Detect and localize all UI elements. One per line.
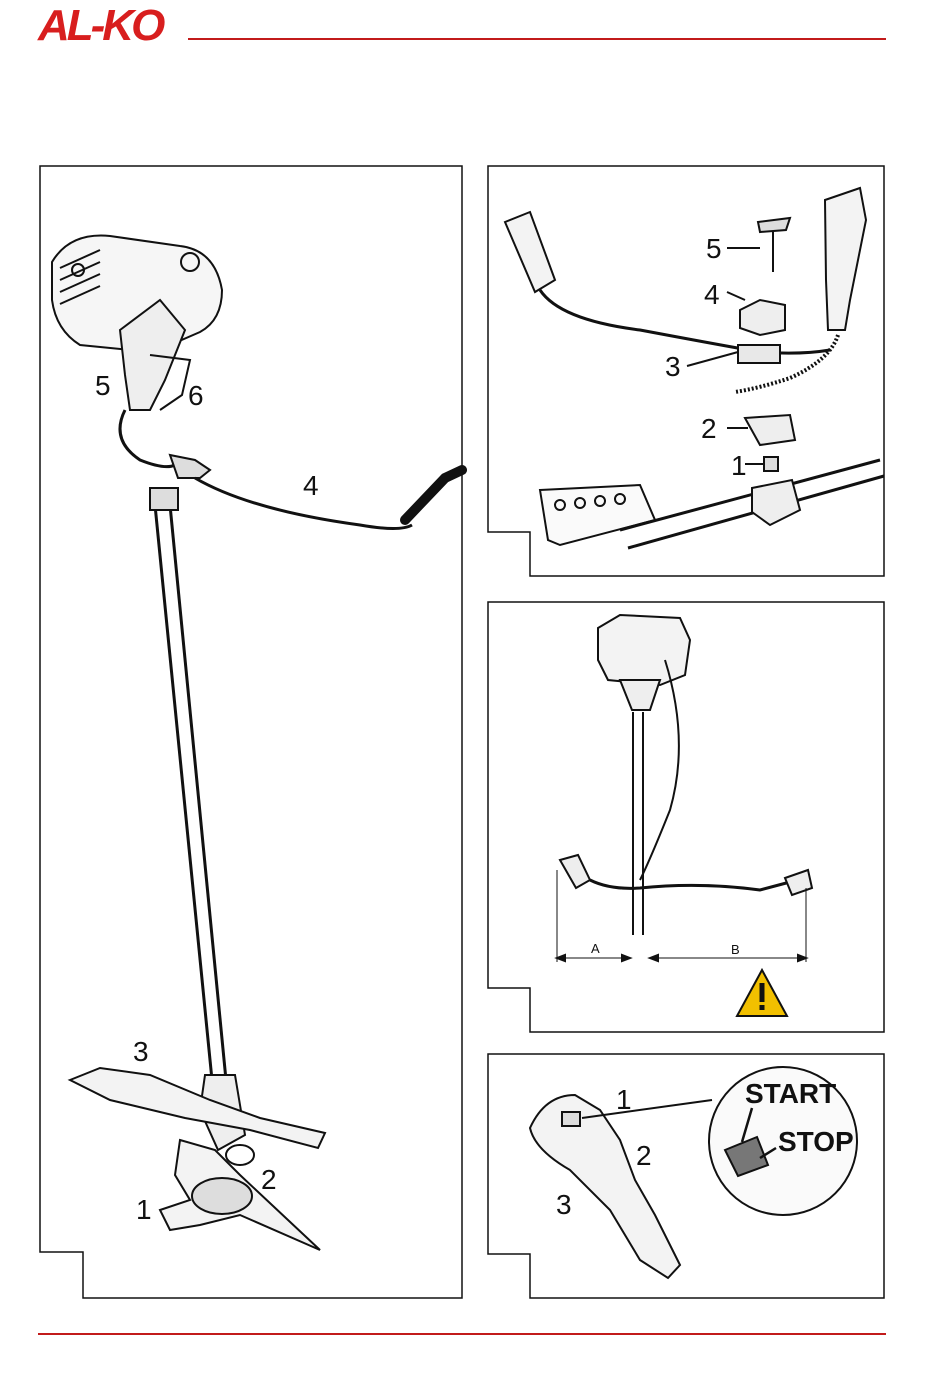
stop-label: STOP xyxy=(778,1126,854,1158)
start-label: START xyxy=(745,1078,836,1110)
fig4-label-1: 1 xyxy=(616,1086,632,1114)
fig4-label-2: 2 xyxy=(636,1142,652,1170)
fig4-label-3: 3 xyxy=(556,1191,572,1219)
